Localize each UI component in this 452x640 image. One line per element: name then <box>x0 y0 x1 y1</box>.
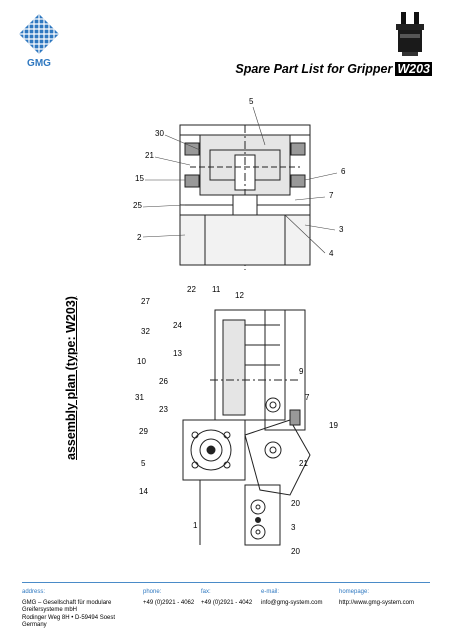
callout-5-bottom: 5 <box>141 459 146 468</box>
gmg-logo-icon: GMG <box>19 14 59 69</box>
callout-14: 14 <box>139 487 148 496</box>
address-line-1: GMG – Gesellschaft für modulare <box>22 599 112 606</box>
callout-26: 26 <box>159 377 168 386</box>
callout-7-top: 7 <box>329 191 334 200</box>
callout-15: 15 <box>135 174 144 183</box>
callout-24: 24 <box>173 321 182 330</box>
footer-phone: phone: +49 (0)2921 - 4062 <box>143 589 201 630</box>
footer-fax: fax: +49 (0)2921 - 4042 <box>201 589 261 630</box>
callout-11: 11 <box>212 285 221 294</box>
title-text: Spare Part List for Gripper <box>235 62 393 76</box>
email-label: e-mail: <box>261 589 280 595</box>
callout-10: 10 <box>137 357 146 366</box>
address-line-3: Rodinger Weg 8H • D-59494 Soest <box>22 614 116 621</box>
callout-29: 29 <box>139 427 148 436</box>
email-link[interactable]: info@gmg-system.com <box>261 599 323 606</box>
address-line-4: Germany <box>22 622 47 629</box>
callout-32: 32 <box>141 327 150 336</box>
callout-12: 12 <box>235 291 244 300</box>
callout-13: 13 <box>173 349 182 358</box>
footer: address: GMG – Gesellschaft für modulare… <box>22 582 430 630</box>
address-label: address: <box>22 589 46 595</box>
footer-address: address: GMG – Gesellschaft für modulare… <box>22 589 143 630</box>
fax-label: fax: <box>201 589 211 595</box>
callout-6: 6 <box>341 167 346 176</box>
top-assembly <box>179 124 311 270</box>
callout-3-bottom: 3 <box>291 523 296 532</box>
callout-1: 1 <box>193 521 198 530</box>
callout-20-b: 20 <box>291 547 300 556</box>
footer-homepage: homepage: http://www.gmg-system.com <box>339 589 429 630</box>
callout-7-bottom: 7 <box>305 393 310 402</box>
bottom-assembly <box>182 309 311 546</box>
assembly-plan-label: assembly plan (type: W203) <box>64 296 78 460</box>
callout-19: 19 <box>329 421 338 430</box>
fax-value: +49 (0)2921 - 4042 <box>201 599 253 606</box>
callout-5-top: 5 <box>249 97 254 106</box>
page-title: Spare Part List for Gripper W203 <box>235 62 432 76</box>
homepage-link[interactable]: http://www.gmg-system.com <box>339 599 415 606</box>
assembly-drawing: 30 21 15 25 2 5 6 7 3 4 22 11 12 27 24 3… <box>115 95 370 565</box>
callout-25: 25 <box>133 201 142 210</box>
phone-value[interactable]: +49 (0)2921 - 4062 <box>143 599 195 606</box>
homepage-label: homepage: <box>339 589 370 595</box>
callout-30: 30 <box>155 129 164 138</box>
callout-4: 4 <box>329 249 334 258</box>
callout-2: 2 <box>137 233 142 242</box>
callout-22: 22 <box>187 285 196 294</box>
callout-27: 27 <box>141 297 150 306</box>
gmg-logo: GMG <box>16 12 62 69</box>
callout-21-bottom: 21 <box>299 459 308 468</box>
callout-23: 23 <box>159 405 168 414</box>
phone-label: phone: <box>143 589 162 595</box>
callout-9: 9 <box>299 367 304 376</box>
callout-21: 21 <box>145 151 154 160</box>
logo-text: GMG <box>27 58 51 68</box>
callout-20-a: 20 <box>291 499 300 508</box>
footer-email: e-mail: info@gmg-system.com <box>261 589 339 630</box>
type-badge: W203 <box>395 62 432 76</box>
callout-31: 31 <box>135 393 144 402</box>
gripper-icon <box>390 10 430 58</box>
address-line-2: Greifersysteme mbH <box>22 607 78 614</box>
callout-3-top: 3 <box>339 225 344 234</box>
